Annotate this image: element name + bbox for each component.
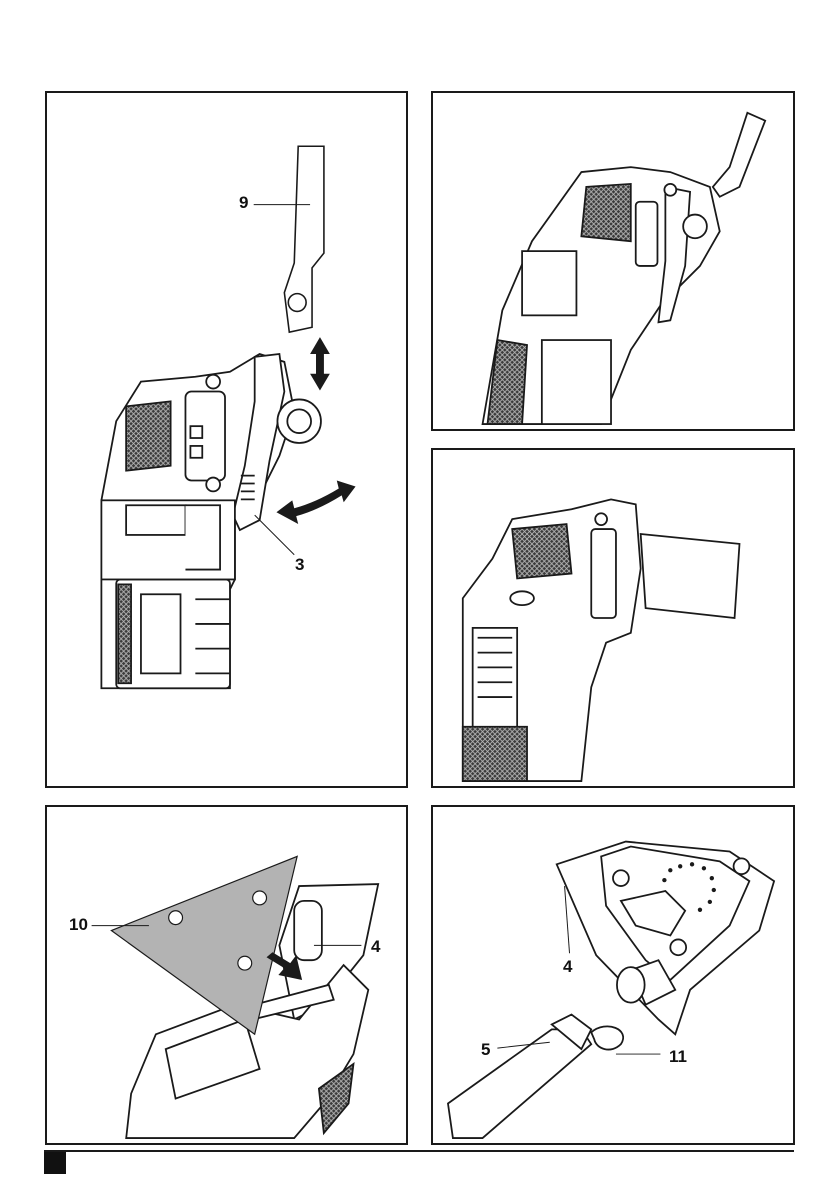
callout-4: 4 bbox=[371, 937, 380, 957]
tool-illustration bbox=[47, 807, 406, 1143]
callout-3: 3 bbox=[295, 555, 304, 575]
tool-illustration bbox=[433, 807, 793, 1143]
tool-illustration bbox=[433, 450, 793, 786]
figure-panel-blade-fitted bbox=[431, 91, 795, 431]
figure-panel-blade-reversed bbox=[431, 448, 795, 788]
blade-accessory bbox=[284, 146, 324, 332]
tool-illustration bbox=[47, 93, 406, 786]
blade-accessory bbox=[641, 534, 740, 618]
figure-panel-blade-fitting: 9 3 bbox=[45, 91, 408, 788]
callout-5: 5 bbox=[481, 1040, 490, 1060]
tool-illustration bbox=[433, 93, 793, 429]
figure-panel-sanding-sheet: 10 4 bbox=[45, 805, 408, 1145]
up-down-arrow bbox=[310, 337, 330, 390]
page-marker bbox=[44, 1152, 66, 1174]
figure-panel-dust-extraction: 4 5 11 bbox=[431, 805, 795, 1145]
footer-rule bbox=[44, 1150, 794, 1152]
multi-tool-body bbox=[101, 354, 321, 688]
blade-accessory bbox=[713, 113, 765, 197]
callout-11: 11 bbox=[669, 1047, 687, 1067]
rotate-arrow bbox=[276, 481, 355, 525]
callout-10: 10 bbox=[69, 915, 88, 935]
callout-9: 9 bbox=[239, 193, 248, 213]
callout-4: 4 bbox=[563, 957, 572, 977]
